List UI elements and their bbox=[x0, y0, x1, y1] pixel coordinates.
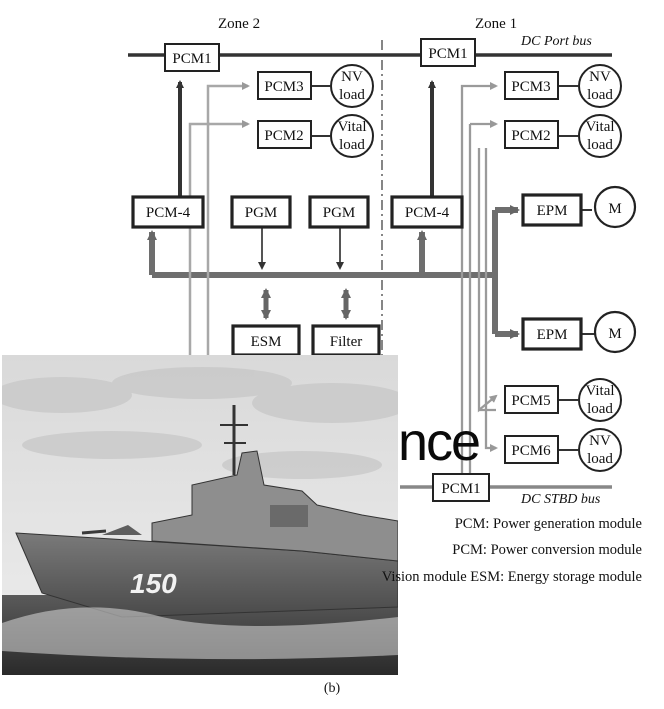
gun-barrel bbox=[81, 529, 107, 535]
gun-turret bbox=[102, 525, 142, 535]
dc-stbd-bus-label: DC STBD bus bbox=[520, 492, 601, 507]
esm: ESM bbox=[231, 324, 301, 357]
nv-load-pcm6: NV load bbox=[578, 428, 622, 472]
warship-photo: 150 bbox=[2, 355, 398, 675]
zone-2-label: Zone 2 bbox=[218, 16, 260, 32]
nv-load-zone1: NV load bbox=[578, 64, 622, 108]
pcm1-stbd: PCM1 bbox=[432, 473, 490, 502]
filter-label: Filter bbox=[330, 334, 363, 350]
pcm2-zone1-label: PCM2 bbox=[511, 128, 550, 144]
pgm-b-label: PGM bbox=[323, 205, 356, 221]
dc-port-bus-label: DC Port bus bbox=[520, 34, 592, 49]
filter: Filter bbox=[311, 324, 381, 357]
pcm3-zone1: PCM3 bbox=[504, 71, 559, 100]
pcm2-zone2: PCM2 bbox=[257, 120, 312, 149]
epm-bottom: EPM bbox=[521, 317, 583, 351]
load-connectors bbox=[310, 85, 598, 451]
pgm-a: PGM bbox=[230, 195, 292, 229]
nv-load-pcm6-line1: NV bbox=[589, 433, 611, 449]
funnel bbox=[270, 505, 308, 527]
vital-load-zone2-line1: Vital bbox=[337, 119, 366, 135]
pcm1-zone1: PCM1 bbox=[420, 38, 476, 67]
legend-line-1: PCM: Power generation module bbox=[454, 516, 642, 532]
legend-line-3: Vision module ESM: Energy storage module bbox=[381, 569, 642, 585]
pgm-b: PGM bbox=[308, 195, 370, 229]
pcm2-zone1: PCM2 bbox=[504, 120, 559, 149]
motor-top: M bbox=[593, 185, 637, 229]
pcm5-label: PCM5 bbox=[511, 393, 550, 409]
pcm3-zone2: PCM3 bbox=[257, 71, 312, 100]
figure-caption: (b) bbox=[323, 681, 341, 696]
nv-load-zone1-line1: NV bbox=[589, 69, 611, 85]
epm-top-label: EPM bbox=[537, 203, 568, 219]
vital-load-pcm5: Vital load bbox=[578, 378, 622, 422]
nv-load-zone2-line1: NV bbox=[341, 69, 363, 85]
vital-load-zone1: Vital load bbox=[578, 114, 622, 158]
vital-load-zone1-line2: load bbox=[587, 137, 613, 153]
epm-top: EPM bbox=[521, 193, 583, 227]
pcm6-label: PCM6 bbox=[511, 443, 551, 459]
vital-load-zone2: Vital load bbox=[330, 114, 374, 158]
pcm1-zone2-label: PCM1 bbox=[172, 51, 211, 67]
pcm1-stbd-label: PCM1 bbox=[441, 481, 480, 497]
clouds bbox=[2, 367, 398, 479]
pcm5: PCM5 bbox=[504, 385, 559, 414]
pcm2-zone2-label: PCM2 bbox=[264, 128, 303, 144]
motor-top-label: M bbox=[608, 201, 621, 217]
pcm1-zone1-label: PCM1 bbox=[428, 46, 467, 62]
nv-load-pcm6-line2: load bbox=[587, 451, 613, 467]
vital-load-pcm5-line2: load bbox=[587, 401, 613, 417]
pcm4-zone1: PCM-4 bbox=[390, 195, 464, 229]
zone-1-label: Zone 1 bbox=[475, 16, 517, 32]
zone1-feeders bbox=[460, 82, 498, 487]
pcm1-zone2: PCM1 bbox=[164, 43, 220, 72]
nv-load-zone1-line2: load bbox=[587, 87, 613, 103]
pcm4-zone2: PCM-4 bbox=[131, 195, 205, 229]
pcm4-zone2-label: PCM-4 bbox=[146, 205, 191, 221]
esm-label: ESM bbox=[251, 334, 282, 350]
vital-load-zone1-line1: Vital bbox=[585, 119, 614, 135]
nv-load-zone2: NV load bbox=[330, 64, 374, 108]
bow-wave bbox=[2, 607, 398, 660]
pgm-a-label: PGM bbox=[245, 205, 278, 221]
hull-number: 150 bbox=[130, 568, 177, 599]
motor-bottom: M bbox=[593, 310, 637, 354]
nv-load-zone2-line2: load bbox=[339, 87, 365, 103]
motor-bottom-label: M bbox=[608, 326, 621, 342]
vital-load-zone2-line2: load bbox=[339, 137, 365, 153]
legend-line-2: PCM: Power conversion module bbox=[452, 542, 642, 558]
pcm6: PCM6 bbox=[504, 435, 559, 464]
overlay-text: nce bbox=[398, 412, 481, 472]
epm-bottom-label: EPM bbox=[537, 327, 568, 343]
pcm3-zone1-label: PCM3 bbox=[511, 79, 550, 95]
pcm4-zone1-label: PCM-4 bbox=[405, 205, 450, 221]
vital-load-pcm5-line1: Vital bbox=[585, 383, 614, 399]
pcm3-zone2-label: PCM3 bbox=[264, 79, 303, 95]
zone2-feeders bbox=[188, 82, 250, 360]
